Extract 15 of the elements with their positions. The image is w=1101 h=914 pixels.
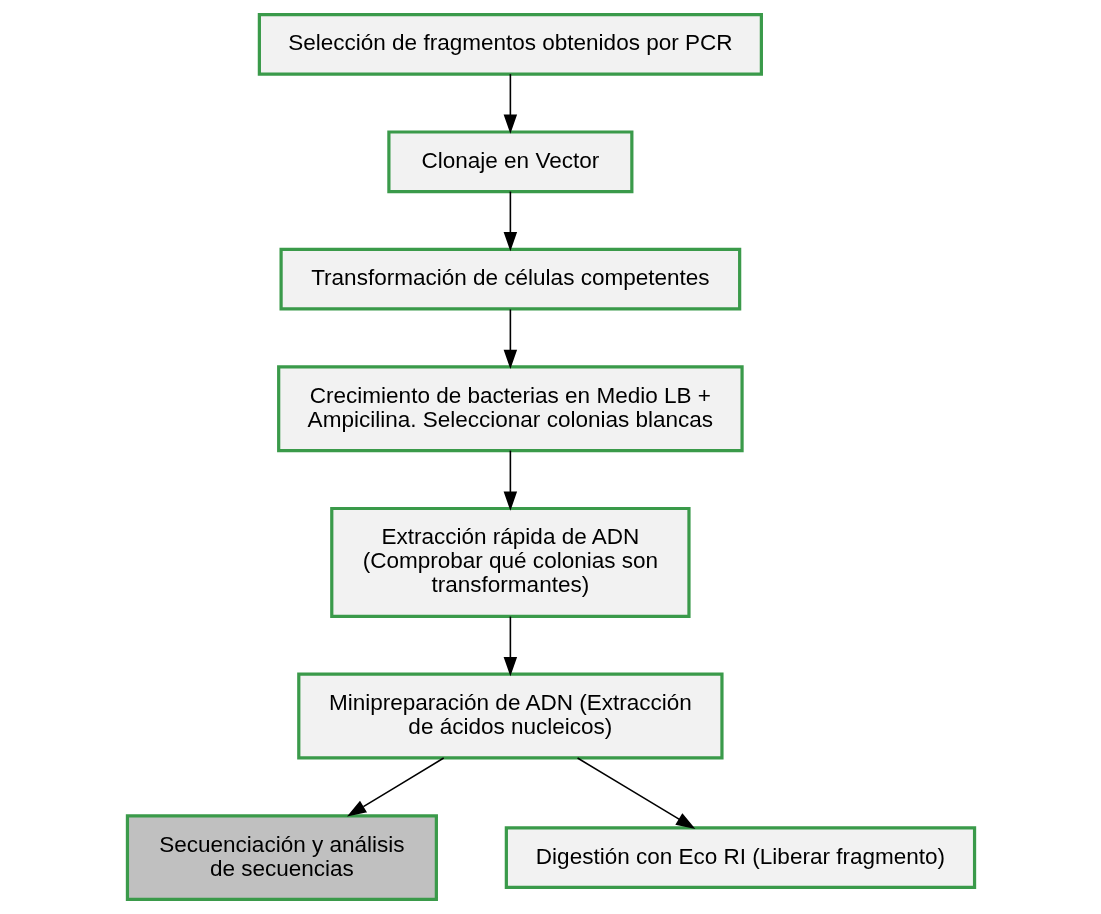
node-box: Crecimiento de bacterias en Medio LB + Ampicilina. Seleccionar colonias blancas [276,365,744,453]
node-box: Secuenciación y análisis de secuencias [125,814,438,902]
node-box: Clonaje en Vector [386,130,633,194]
node-box: Minipreparación de ADN (Extracción de ácidos nucleicos) [296,672,724,760]
arrow [503,190,517,252]
node-box: Transformación de células competentes [278,247,741,311]
node-box: Extracción rápida de ADN (Comprobar qué colonias son transformantes) [329,506,691,618]
node-box: Selección de fragmentos obtenidos por PCR [257,12,763,76]
node-box: Digestión con Eco RI (Liberar fragmento) [504,826,976,889]
arrow [503,449,517,511]
arrow [346,757,444,817]
arrow [503,73,517,134]
arrow [503,308,517,370]
arrow [576,757,695,829]
arrow [503,615,517,677]
